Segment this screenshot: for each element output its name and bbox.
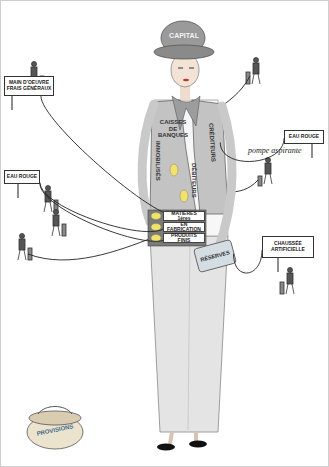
drawing-part [24, 250, 26, 260]
node-text: CAISSES DE BANQUES [158, 119, 188, 139]
node-text: RÉSERVES [200, 249, 230, 263]
tube-connector [233, 250, 262, 273]
worker [258, 158, 272, 187]
eyes [178, 68, 194, 69]
node-text: CAPITAL [169, 32, 199, 40]
node-text: CRÉDITEURS [207, 123, 216, 162]
drawing-part [287, 273, 293, 284]
node-text: IMMOBILISÉS [155, 141, 162, 181]
drawing-part [52, 226, 54, 236]
body-label: PRODUITS FINIS [163, 233, 205, 243]
drawing-part [252, 74, 254, 84]
basket-lid [29, 411, 81, 425]
drawing-part [253, 63, 259, 74]
shoe [189, 441, 207, 448]
sign-board: CHAUSSÉE ARTIFICIELLE [262, 236, 314, 258]
tube-connector [41, 96, 178, 215]
drawing-part [46, 186, 51, 191]
drawing-part [270, 174, 272, 184]
coin [180, 190, 188, 202]
node-text: EN FABRICATION [165, 222, 203, 232]
drawing-part [280, 282, 284, 294]
coin [151, 213, 161, 220]
body-label: MATIÈRES 1ères [163, 211, 205, 221]
drawing-part [62, 224, 66, 236]
drawing-part [266, 158, 271, 163]
watering-can [194, 239, 237, 272]
drawing-part [53, 215, 59, 226]
drawing-part [54, 210, 59, 215]
drawing-part [258, 74, 260, 84]
node-text: EAU ROUGE [289, 134, 319, 140]
drawing-part [254, 58, 259, 63]
sign-board: MAIN D'OEUVRE FRAIS GÉNÉRAUX [4, 76, 54, 96]
drawing-part [50, 202, 52, 212]
drawing-part [45, 191, 51, 202]
drawing-part [277, 258, 278, 272]
node-text: CHAUSSÉE ARTIFICIELLE [264, 241, 312, 253]
vest-left [150, 100, 196, 214]
body-label: IMMOBILISÉS [152, 118, 164, 204]
node-text: MAIN D'OEUVRE FRAIS GÉNÉRAUX [6, 80, 52, 92]
worker [18, 234, 32, 261]
hat-brim [154, 45, 214, 59]
drawing-part [292, 284, 294, 294]
coin [151, 235, 161, 242]
node-text: MATIÈRES 1ères [165, 211, 203, 221]
arm [218, 106, 232, 250]
node-text: PRODUITS FINIS [165, 233, 203, 243]
drawing-part [265, 163, 271, 174]
basket-handle [38, 407, 72, 415]
coin [151, 224, 161, 231]
belt [148, 210, 206, 246]
sign-board: EAU ROUGE [284, 130, 324, 144]
worker [280, 268, 294, 295]
drawing-part [32, 62, 37, 67]
drawing-part [258, 176, 262, 186]
drawing-part [44, 202, 46, 212]
node-text: EAU ROUGE [7, 174, 37, 180]
drawing-part [288, 268, 293, 273]
drawing-part [311, 144, 312, 158]
drawing-part [58, 226, 60, 236]
tube [28, 238, 152, 260]
drawing-part [19, 239, 25, 250]
drawing-part [20, 234, 25, 239]
body-label: CAPITAL [162, 30, 206, 42]
drawing-part [17, 184, 18, 198]
drawing-part [18, 250, 20, 260]
shoe [157, 444, 175, 451]
note-label: pompe aspirante [248, 146, 302, 155]
lips [183, 79, 189, 82]
drawing-part [286, 284, 288, 294]
coin [170, 164, 178, 176]
worker [52, 210, 66, 237]
node-text: DÉBITEURS [191, 163, 198, 198]
drawing-part [11, 96, 12, 110]
worker [44, 186, 58, 213]
sign-board: EAU ROUGE [4, 170, 40, 184]
skirt-fold [188, 240, 190, 430]
body-label: EN FABRICATION [163, 222, 205, 232]
body-label: DÉBITEURS [188, 150, 200, 210]
tube-connector [40, 183, 168, 232]
tube-connector [40, 184, 171, 242]
arm [142, 104, 154, 222]
drawing-part [264, 174, 266, 184]
body-label: CAISSES DE BANQUES [160, 112, 186, 146]
